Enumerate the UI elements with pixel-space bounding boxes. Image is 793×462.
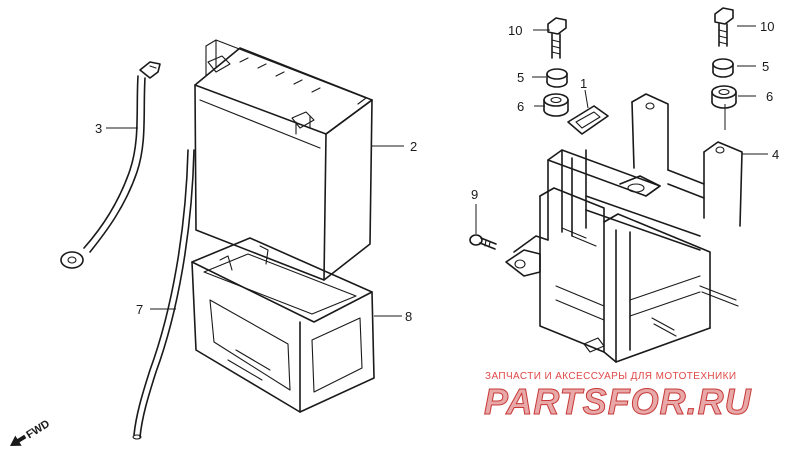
callout-7: 7 bbox=[136, 302, 143, 317]
part-5-collar-right bbox=[712, 58, 734, 78]
part-1-grommet bbox=[567, 105, 609, 135]
callout-4: 4 bbox=[772, 147, 779, 162]
callout-10-left: 10 bbox=[508, 23, 522, 38]
leader-lines bbox=[106, 25, 768, 317]
callout-9: 9 bbox=[471, 187, 478, 202]
callouts: 10 10 5 5 6 6 1 3 2 4 9 7 8 bbox=[95, 19, 779, 324]
callout-6-left: 6 bbox=[517, 99, 524, 114]
fwd-label: FWD bbox=[24, 418, 52, 441]
part-3-ground-cable bbox=[60, 61, 161, 269]
watermark-brand-logo: PARTSFOR.RU bbox=[484, 381, 752, 422]
fwd-arrow-icon bbox=[10, 434, 27, 446]
part-10-bolt-left bbox=[547, 17, 567, 59]
callout-5-right: 5 bbox=[762, 59, 769, 74]
part-8-battery-case bbox=[191, 237, 375, 413]
part-2-battery bbox=[194, 39, 373, 281]
callout-1: 1 bbox=[580, 76, 587, 91]
watermark: ЗАПЧАСТИ И АКСЕССУАРЫ ДЛЯ МОТОТЕХНИКИ PA… bbox=[484, 371, 752, 423]
callout-8: 8 bbox=[405, 309, 412, 324]
callout-6-right: 6 bbox=[766, 89, 773, 104]
callout-10-right: 10 bbox=[760, 19, 774, 34]
callout-3: 3 bbox=[95, 121, 102, 136]
watermark-subtitle: ЗАПЧАСТИ И АКСЕССУАРЫ ДЛЯ МОТОТЕХНИКИ bbox=[485, 371, 736, 382]
callout-2: 2 bbox=[410, 139, 417, 154]
part-6-rubber-left bbox=[543, 93, 569, 117]
part-7-breather-tube bbox=[132, 149, 195, 440]
part-9-bolt bbox=[469, 234, 497, 250]
part-5-collar-left bbox=[546, 68, 568, 88]
callout-5-left: 5 bbox=[517, 70, 524, 85]
part-4-battery-holder bbox=[505, 93, 743, 363]
fwd-indicator: FWD bbox=[10, 418, 52, 446]
part-10-bolt-right bbox=[714, 7, 734, 47]
part-6-rubber-right bbox=[711, 85, 737, 109]
